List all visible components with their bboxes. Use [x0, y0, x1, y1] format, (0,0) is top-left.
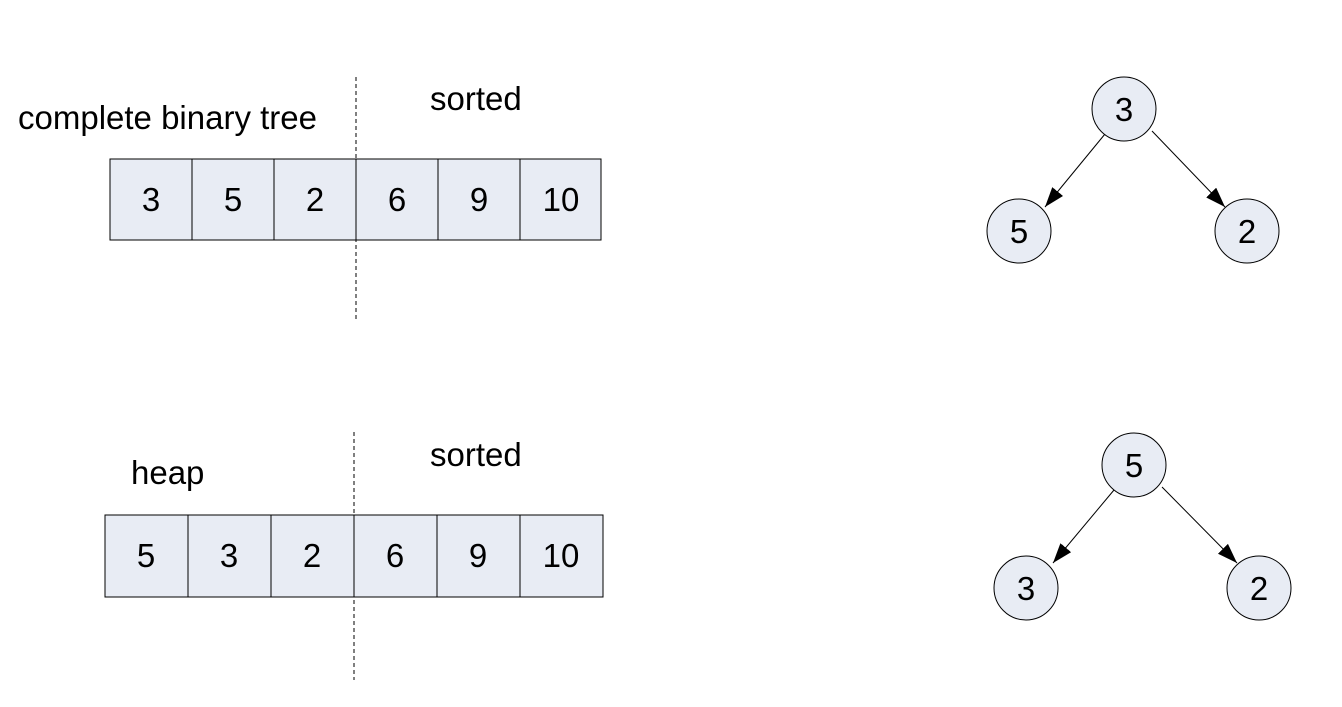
tree-node-right-label: 2 [1250, 570, 1268, 607]
array-cell-value: 3 [220, 537, 238, 574]
array-cell [436, 514, 521, 598]
array-cell [191, 158, 275, 241]
tree: 5 3 2 [993, 432, 1292, 621]
tree-edge [1161, 486, 1238, 564]
array-cell [437, 158, 521, 241]
array: 3 5 2 6 9 10 [109, 158, 602, 241]
tree-node-left [993, 555, 1059, 621]
tree-node-left-label: 3 [1017, 570, 1035, 607]
array-cell-value: 6 [386, 537, 404, 574]
array-cell-value: 5 [224, 181, 242, 218]
array-cell-value: 2 [303, 537, 321, 574]
tree-node-root-label: 3 [1115, 91, 1133, 128]
tree-node-root [1101, 432, 1167, 498]
array-right-label: sorted [430, 80, 522, 117]
array-cell-value: 9 [470, 181, 488, 218]
tree-edge [1044, 133, 1106, 208]
array-cell [187, 514, 272, 598]
tree: 3 5 2 [986, 76, 1280, 264]
tree-node-root [1091, 76, 1157, 142]
array-cell [270, 514, 355, 598]
tree-node-right-label: 2 [1238, 213, 1256, 250]
array-cell-value: 3 [142, 181, 160, 218]
array-cell-value: 10 [543, 537, 580, 574]
tree-edge [1151, 130, 1226, 208]
array-left-label: heap [131, 454, 204, 491]
tree-node-left [986, 198, 1052, 264]
array-cell-value: 5 [137, 537, 155, 574]
tree-node-right [1214, 198, 1280, 264]
array-cell [519, 158, 602, 241]
tree-node-root-label: 5 [1125, 447, 1143, 484]
array-cell-value: 2 [306, 181, 324, 218]
array: 5 3 2 6 9 10 [104, 514, 604, 598]
panel-top: complete binary tree sorted 3 5 2 6 9 10… [18, 76, 1280, 322]
array-cell [519, 514, 604, 598]
array-right-label: sorted [430, 436, 522, 473]
array-cell [355, 158, 439, 241]
tree-edge [1052, 489, 1115, 564]
tree-node-left-label: 5 [1010, 213, 1028, 250]
array-cell [353, 514, 438, 598]
array-cell-value: 10 [543, 181, 580, 218]
array-cell [109, 158, 193, 241]
array-cell-value: 9 [469, 537, 487, 574]
tree-node-right [1226, 555, 1292, 621]
array-left-label: complete binary tree [18, 99, 317, 136]
array-cell [273, 158, 357, 241]
panel-bottom: heap sorted 5 3 2 6 9 10 5 3 2 [104, 432, 1292, 680]
array-cell-value: 6 [388, 181, 406, 218]
